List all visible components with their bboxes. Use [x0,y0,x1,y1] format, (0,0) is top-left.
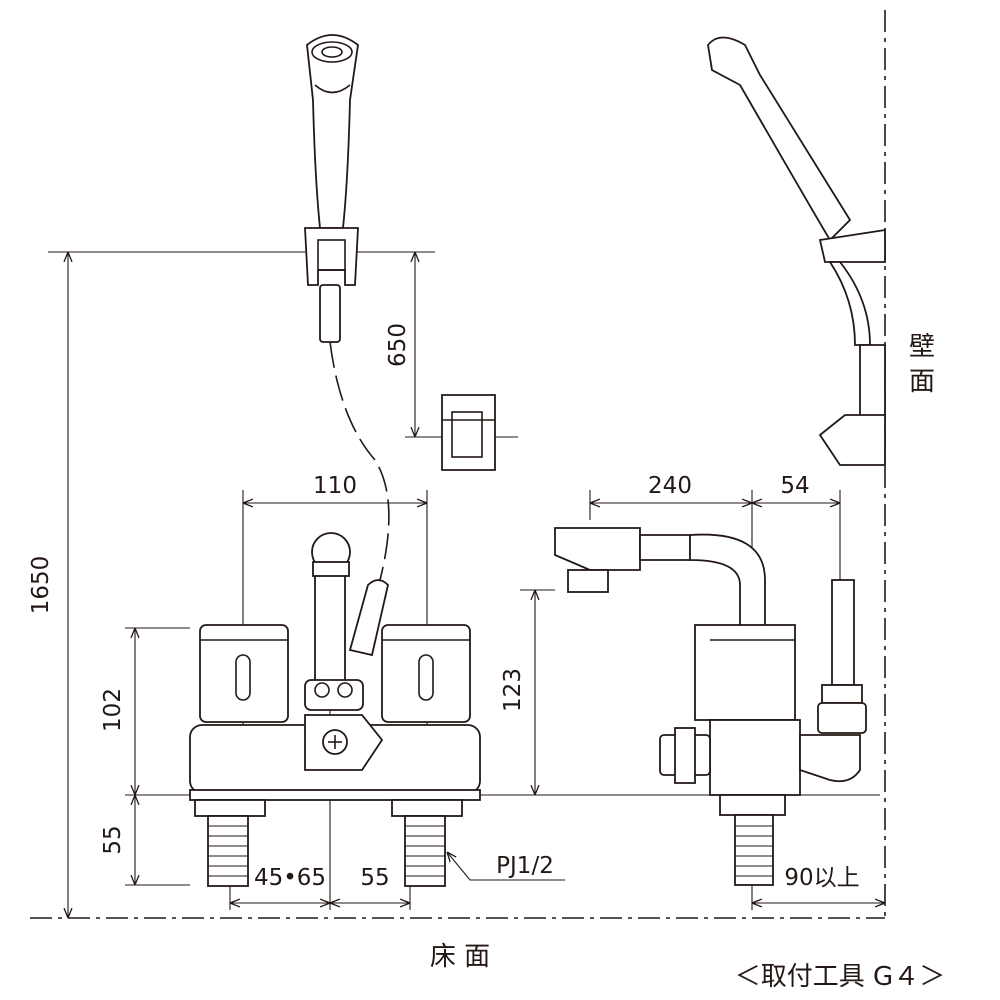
dim-45-65: 45•65 [254,865,326,891]
wall-label-1: 壁 [909,332,935,362]
thread-label: PJ1/2 [496,853,554,879]
hose [329,341,390,581]
faucet-side [554,527,867,886]
dim-123: 123 [500,668,526,712]
hose-holder-wall [441,394,496,471]
dim-55-supply: 55 [100,825,126,854]
dim-102: 102 [100,688,126,732]
dim-650: 650 [385,323,411,367]
dim-90-min: 90以上 [784,865,859,891]
floor-label: 床 面 [430,942,490,972]
dim-55-inlet: 55 [360,865,389,891]
dim-240: 240 [648,473,692,499]
shower-head-front [304,34,359,343]
wall-label-2: 面 [909,367,935,397]
shower-head-side [707,36,886,466]
faucet-front [189,532,481,887]
dimension-lines [68,252,885,918]
tool-label: ＜取付工具 G４＞ [735,962,945,992]
dim-54: 54 [780,473,809,499]
dim-1650: 1650 [28,556,54,615]
dim-110: 110 [313,473,357,499]
